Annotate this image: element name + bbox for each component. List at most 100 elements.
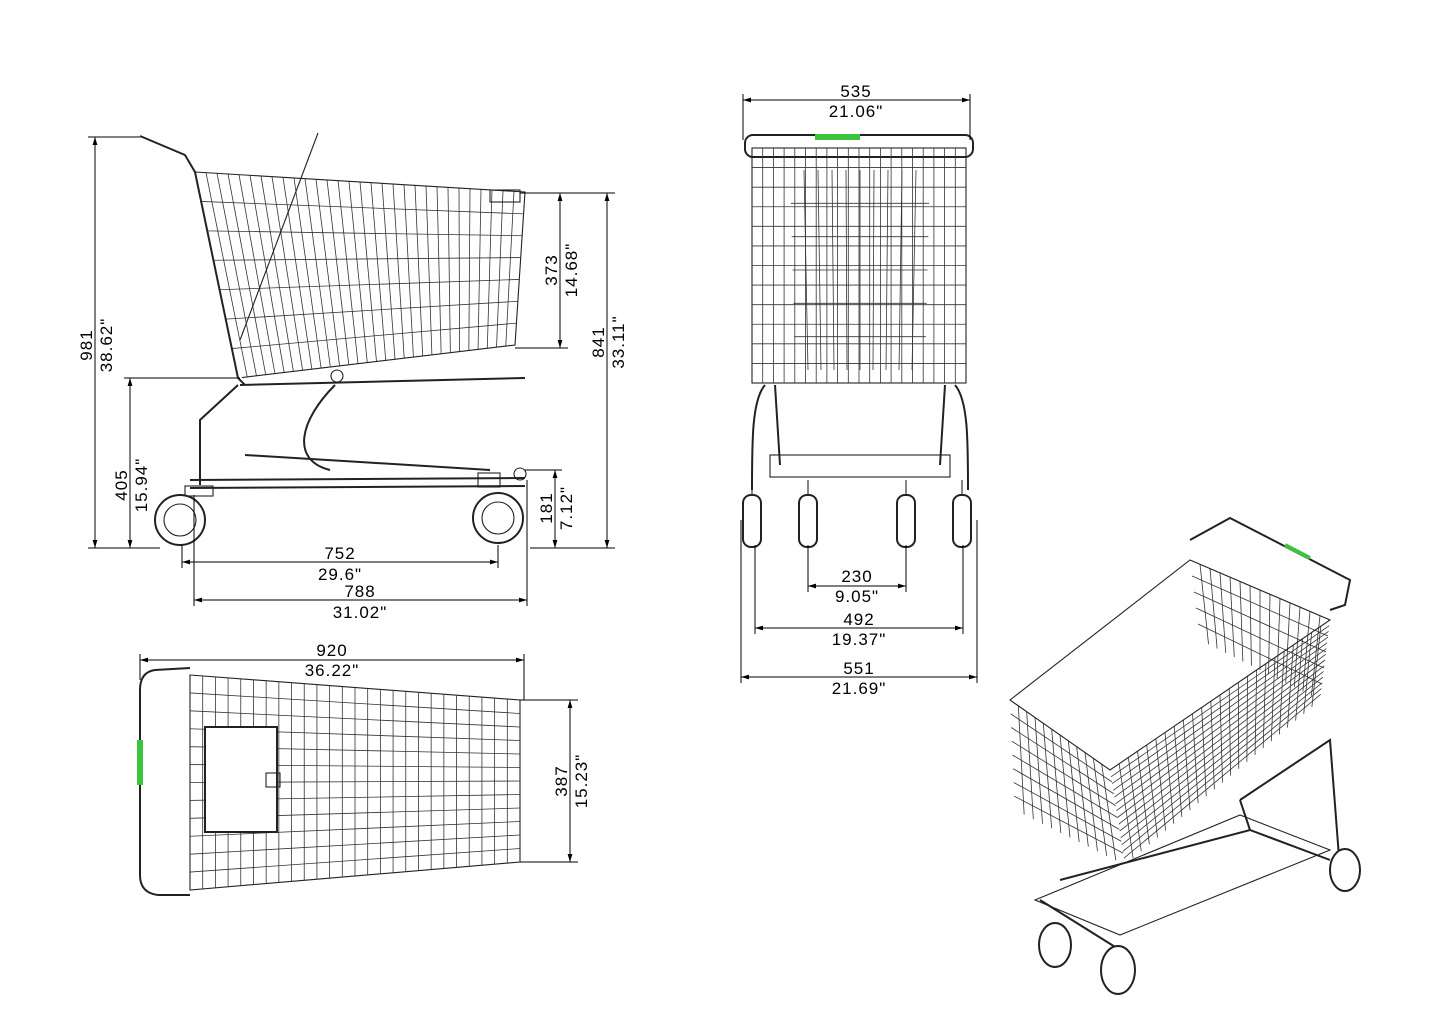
top-handle-green-strip bbox=[137, 740, 143, 785]
side-front-wheel bbox=[472, 492, 524, 544]
iso-base-deck bbox=[1033, 814, 1332, 936]
iso-basket-back-vertical-wire bbox=[1302, 611, 1311, 692]
front-wheel bbox=[896, 494, 916, 548]
side-rear-caster-mount bbox=[184, 485, 214, 497]
dim-230-in: 9.05" bbox=[835, 587, 879, 606]
iso-basket-back-vertical-wire bbox=[1285, 602, 1291, 683]
dim-535-mm: 535 bbox=[840, 82, 871, 101]
iso-basket-back-vertical-wire bbox=[1276, 598, 1281, 679]
side-basket-vertical-wire bbox=[436, 186, 442, 354]
dim-base-height: 405 15.94" bbox=[112, 377, 240, 548]
iso-basket-front-horizontal-wire bbox=[1014, 795, 1124, 854]
isometric-view bbox=[1009, 516, 1361, 995]
side-frame-joint bbox=[330, 369, 344, 383]
dim-230-mm: 230 bbox=[841, 567, 872, 586]
top-handle bbox=[139, 667, 191, 896]
dim-181-mm: 181 bbox=[537, 492, 556, 523]
dim-841-mm: 841 bbox=[589, 326, 608, 357]
side-basket-vertical-wire bbox=[205, 172, 248, 377]
iso-wheel bbox=[1038, 922, 1072, 968]
iso-basket-front-horizontal-wire bbox=[1012, 768, 1120, 830]
dim-841-in: 33.11" bbox=[609, 315, 628, 368]
side-bumper bbox=[513, 467, 527, 481]
iso-basket-back-horizontal-wire bbox=[1193, 591, 1327, 653]
iso-basket-side-horizontal-wire bbox=[1114, 642, 1328, 798]
dim-551-mm: 551 bbox=[843, 659, 874, 678]
dim-492-mm: 492 bbox=[843, 610, 874, 629]
front-handle-green-strip bbox=[815, 134, 860, 140]
side-basket-horizontal-wire bbox=[225, 300, 518, 320]
top-basket-horizontal-wire bbox=[189, 848, 521, 873]
side-basket-vertical-wire bbox=[249, 175, 285, 373]
iso-basket-back-vertical-wire bbox=[1239, 581, 1244, 662]
side-basket-vertical-wire bbox=[293, 177, 322, 369]
side-basket-horizontal-wire bbox=[207, 230, 523, 237]
dim-wheelbase: 752 29.6" bbox=[181, 544, 499, 584]
dim-base-width: 551 21.69" bbox=[740, 520, 978, 698]
front-view: 535 21.06" 230 9.05" 492 19.37" 551 21.6… bbox=[740, 82, 978, 698]
iso-basket-back-horizontal-wire bbox=[1191, 575, 1329, 637]
side-basket-vertical-wire bbox=[359, 181, 377, 362]
iso-basket-side-horizontal-wire bbox=[1120, 676, 1324, 839]
side-basket-vertical-wire bbox=[414, 185, 424, 357]
dim-rear-wheel-spacing: 492 19.37" bbox=[754, 545, 964, 649]
dim-981-in: 38.62" bbox=[97, 318, 116, 373]
side-basket-vertical-wire bbox=[315, 179, 340, 366]
side-basket-vertical-wire bbox=[392, 183, 405, 359]
iso-basket-front-horizontal-wire bbox=[1012, 754, 1118, 818]
iso-basket-back-horizontal-wire bbox=[1197, 623, 1323, 685]
iso-wheel bbox=[1329, 848, 1361, 892]
dim-788-mm: 788 bbox=[344, 582, 375, 601]
side-basket-vertical-wire bbox=[260, 175, 294, 372]
side-basket-horizontal-wire bbox=[201, 201, 524, 215]
dim-overall-height: 981 38.62" bbox=[77, 136, 160, 549]
side-basket-vertical-wire bbox=[505, 191, 515, 347]
iso-basket-back-vertical-wire bbox=[1199, 564, 1209, 645]
dim-920-in: 36.22" bbox=[305, 661, 360, 680]
front-base-deck bbox=[769, 454, 951, 478]
side-view: 981 38.62" 405 15.94" 373 14.68" 841 33.… bbox=[77, 132, 628, 622]
iso-basket-front-horizontal-wire bbox=[1011, 740, 1116, 806]
top-basket-horizontal-wire bbox=[189, 710, 521, 728]
side-frame bbox=[199, 377, 526, 485]
side-basket-vertical-wire bbox=[238, 174, 276, 374]
dim-181-in: 7.12" bbox=[557, 486, 576, 530]
side-front-wheel-hub bbox=[481, 501, 515, 535]
dim-387-mm: 387 bbox=[552, 765, 571, 796]
dim-base-length: 788 31.02" bbox=[193, 480, 528, 622]
iso-frame bbox=[1039, 738, 1341, 951]
side-basket-vertical-wire bbox=[271, 176, 304, 371]
side-basket-vertical-wire bbox=[304, 178, 331, 368]
iso-basket-back-vertical-wire bbox=[1219, 572, 1227, 653]
iso-basket-side-horizontal-wire bbox=[1112, 636, 1329, 791]
side-basket-vertical-wire bbox=[337, 180, 359, 364]
iso-handle bbox=[1189, 516, 1352, 611]
side-basket-vertical-wire bbox=[458, 187, 461, 352]
dim-basket-width: 387 15.23" bbox=[520, 699, 591, 863]
dim-387-in: 15.23" bbox=[572, 754, 591, 809]
iso-basket-back-vertical-wire bbox=[1209, 568, 1218, 649]
front-frame-legs bbox=[751, 384, 969, 491]
top-basket-horizontal-wire bbox=[189, 821, 521, 837]
iso-basket-front-horizontal-wire bbox=[1010, 713, 1113, 783]
front-wheel bbox=[952, 494, 972, 548]
iso-basket-side-horizontal-wire bbox=[1115, 648, 1327, 805]
dim-373-in: 14.68" bbox=[562, 243, 581, 298]
dim-492-in: 19.37" bbox=[832, 630, 887, 649]
dim-752-in: 29.6" bbox=[318, 565, 362, 584]
top-basket-horizontal-wire bbox=[189, 692, 521, 714]
dim-373-mm: 373 bbox=[542, 254, 561, 285]
iso-basket-rim bbox=[1009, 559, 1332, 771]
side-basket-vertical-wire bbox=[496, 190, 504, 348]
iso-basket-side-horizontal-wire bbox=[1122, 688, 1322, 852]
iso-basket-back-vertical-wire bbox=[1293, 607, 1301, 688]
dim-981-mm: 981 bbox=[77, 329, 96, 360]
iso-basket-back-vertical-wire bbox=[1249, 585, 1252, 666]
side-basket-vertical-wire bbox=[348, 181, 368, 363]
iso-basket-back-vertical-wire bbox=[1268, 594, 1271, 675]
iso-basket-side-horizontal-wire bbox=[1116, 653, 1326, 812]
dim-535-in: 21.06" bbox=[829, 102, 884, 121]
side-basket-horizontal-wire bbox=[219, 279, 520, 291]
side-rear-wheel-hub bbox=[163, 503, 197, 537]
